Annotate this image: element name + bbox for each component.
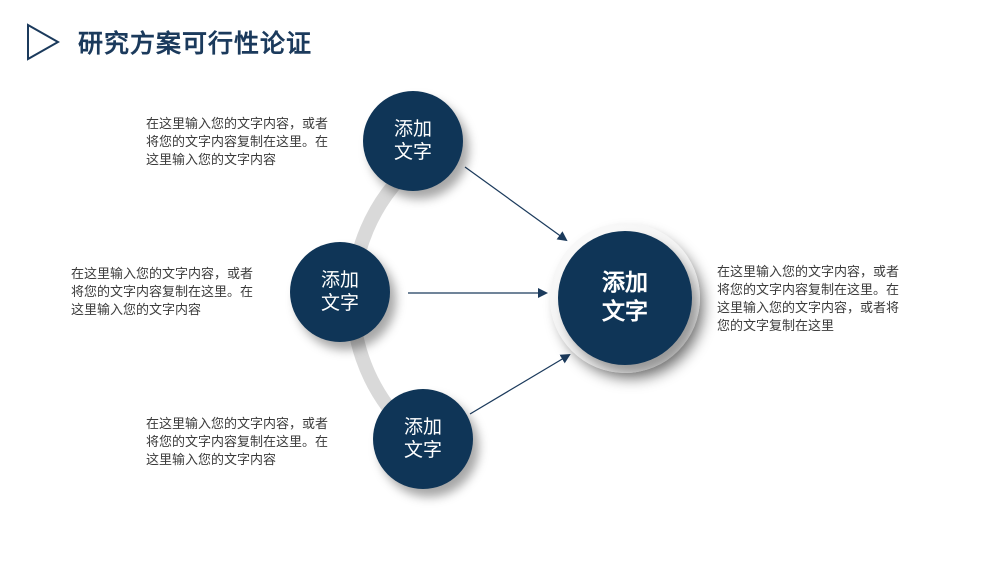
- description-top-line: 在这里输入您的文字内容，或者: [146, 117, 329, 132]
- node-top: 添加 文字: [363, 91, 463, 191]
- description-middle: 在这里输入您的文字内容，或者 将您的文字内容复制在这里。在 这里输入您的文字内容: [71, 266, 253, 320]
- description-top: 在这里输入您的文字内容，或者 将您的文字内容复制在这里。在 这里输入您的文字内容: [146, 116, 328, 170]
- description-bottom-line: 这里输入您的文字内容: [146, 453, 277, 468]
- play-triangle-icon: [27, 23, 60, 61]
- description-right: 在这里输入您的文字内容，或者 将您的文字内容复制在这里。在 这里输入您的文字内容…: [717, 264, 899, 336]
- node-top-line1: 添加: [393, 118, 432, 140]
- node-bottom: 添加 文字: [373, 389, 473, 489]
- description-bottom: 在这里输入您的文字内容，或者 将您的文字内容复制在这里。在 这里输入您的文字内容: [146, 416, 328, 470]
- node-middle-line2: 文字: [320, 292, 359, 314]
- description-right-line: 在这里输入您的文字内容，或者: [717, 265, 900, 280]
- page-header: 研究方案可行性论证: [26, 22, 312, 62]
- description-top-line: 这里输入您的文字内容: [146, 153, 277, 168]
- node-middle: 添加 文字: [290, 242, 390, 342]
- node-center-line2: 文字: [602, 299, 648, 325]
- node-center-line1: 添加: [602, 270, 648, 296]
- node-bottom-line2: 文字: [403, 439, 442, 461]
- description-right-line: 将您的文字内容复制在这里。在: [717, 283, 900, 298]
- page-title: 研究方案可行性论证: [78, 29, 313, 58]
- node-center: 添加 文字: [558, 231, 692, 365]
- description-middle-line: 将您的文字内容复制在这里。在: [71, 285, 254, 300]
- description-right-line: 您的文字复制在这里: [717, 319, 835, 334]
- arrow-top: [464, 166, 568, 242]
- arrow-bottom: [469, 353, 571, 415]
- description-middle-line: 在这里输入您的文字内容，或者: [71, 267, 254, 282]
- node-bottom-line1: 添加: [403, 416, 442, 438]
- description-bottom-line: 将您的文字内容复制在这里。在: [146, 435, 329, 450]
- description-right-line: 这里输入您的文字内容，或者将: [717, 301, 900, 316]
- description-bottom-line: 在这里输入您的文字内容，或者: [146, 417, 329, 432]
- description-top-line: 将您的文字内容复制在这里。在: [146, 135, 329, 150]
- node-top-line2: 文字: [393, 141, 432, 163]
- description-middle-line: 这里输入您的文字内容: [71, 303, 202, 318]
- node-middle-line1: 添加: [320, 269, 359, 291]
